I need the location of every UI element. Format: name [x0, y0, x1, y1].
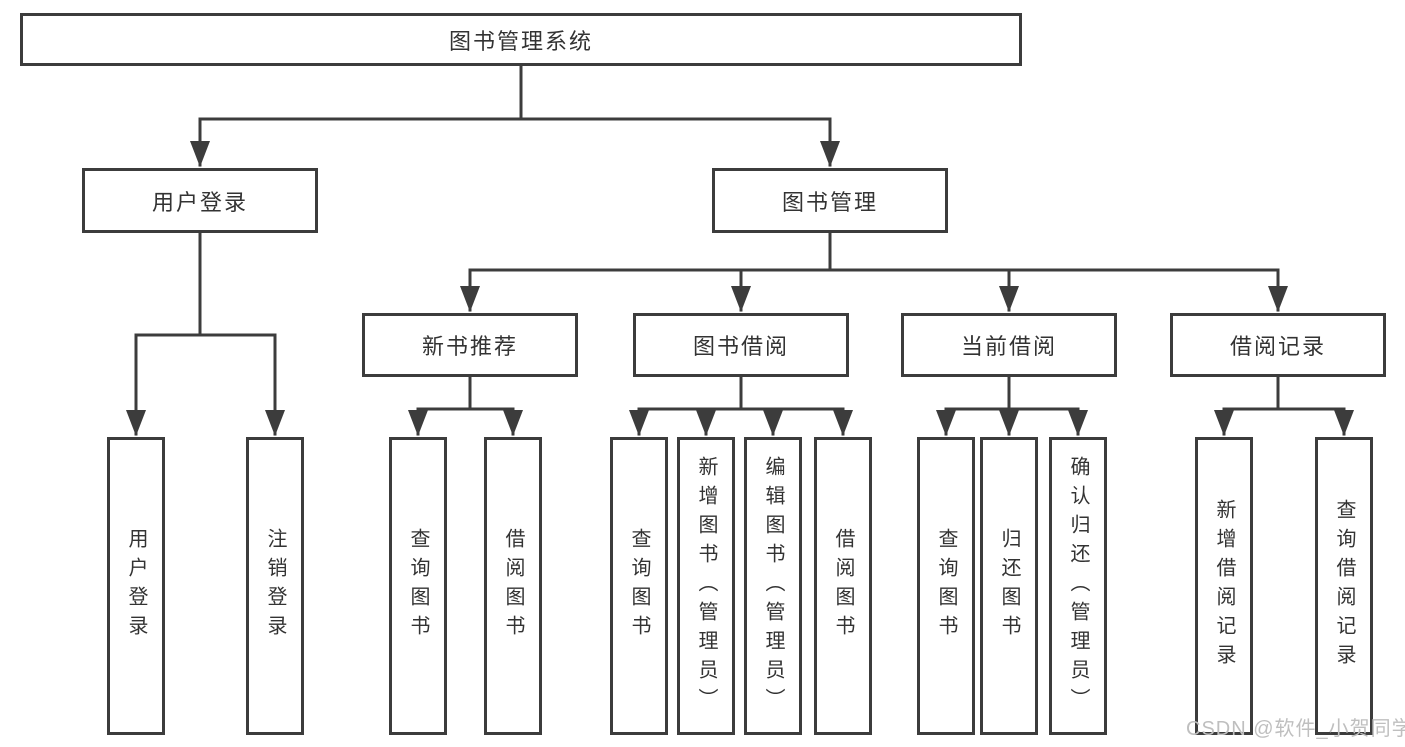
node-new-book-recommend: 新书推荐 [362, 313, 578, 377]
node-label: 借阅记录 [1229, 334, 1326, 359]
node-label: 编辑图书（管理员） [762, 455, 784, 717]
node-label: 用户登录 [151, 189, 248, 215]
node-label: 查询图书 [935, 528, 957, 644]
node-label: 图书管理系统 [448, 28, 593, 54]
node-book-borrow: 图书借阅 [633, 313, 849, 377]
node-label: 图书管理 [781, 189, 878, 215]
node-label: 借阅图书 [832, 528, 854, 644]
node-label: 新书推荐 [421, 334, 518, 359]
node-leaf-confirm-return-admin: 确认归还（管理员） [1049, 437, 1107, 735]
watermark: CSDN @软件_小贺同学 [1186, 718, 1405, 740]
node-leaf-query-books-borrow: 查询图书 [610, 437, 668, 735]
node-leaf-query-books-current: 查询图书 [917, 437, 975, 735]
node-leaf-borrow-books-recommend: 借阅图书 [484, 437, 542, 735]
node-label: 查询借阅记录 [1333, 499, 1355, 673]
node-label: 图书借阅 [692, 334, 789, 359]
node-library-management-system: 图书管理系统 [20, 13, 1022, 66]
node-label: 新增图书（管理员） [695, 455, 717, 717]
node-label: 查询图书 [407, 528, 429, 644]
node-label: 注销登录 [264, 528, 286, 644]
node-leaf-query-books-recommend: 查询图书 [389, 437, 447, 735]
node-leaf-query-borrow-record: 查询借阅记录 [1315, 437, 1373, 735]
node-leaf-logout: 注销登录 [246, 437, 304, 735]
node-leaf-add-books-admin: 新增图书（管理员） [677, 437, 735, 735]
node-label: 确认归还（管理员） [1067, 455, 1089, 717]
node-user-login-module: 用户登录 [82, 168, 318, 233]
node-label: 当前借阅 [960, 334, 1057, 359]
node-label: 借阅图书 [502, 528, 524, 644]
node-leaf-return-books: 归还图书 [980, 437, 1038, 735]
node-label: 用户登录 [125, 528, 147, 644]
node-label: 归还图书 [998, 528, 1020, 644]
node-label: 新增借阅记录 [1213, 499, 1235, 673]
node-book-management-module: 图书管理 [712, 168, 948, 233]
node-leaf-borrow-books: 借阅图书 [814, 437, 872, 735]
node-leaf-edit-books-admin: 编辑图书（管理员） [744, 437, 802, 735]
node-borrow-record: 借阅记录 [1170, 313, 1386, 377]
node-current-borrow: 当前借阅 [901, 313, 1117, 377]
node-leaf-user-login: 用户登录 [107, 437, 165, 735]
node-leaf-add-borrow-record: 新增借阅记录 [1195, 437, 1253, 735]
node-label: 查询图书 [628, 528, 650, 644]
